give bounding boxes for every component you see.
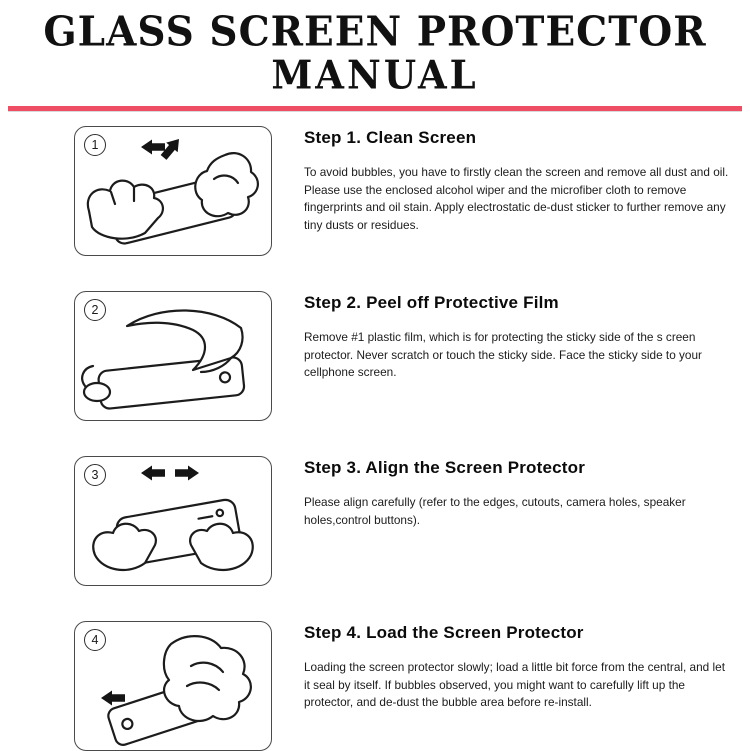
steps-list: 1 Step 1. Clean Scre — [0, 112, 750, 751]
step2-heading: Step 2. Peel off Protective Film — [304, 292, 559, 312]
step-row-4: 4 Step 4. Load the Screen Protector Load… — [74, 620, 750, 751]
step1-heading: Step 1. Clean Screen — [304, 127, 477, 147]
step4-text: Step 4. Load the Screen Protector Loadin… — [304, 621, 732, 713]
step3-number-badge: 3 — [84, 463, 106, 486]
step4-heading: Step 4. Load the Screen Protector — [304, 622, 584, 642]
step2-figure: 2 — [74, 290, 272, 421]
step4-figure: 4 — [74, 620, 272, 751]
step3-text: Step 3. Align the Screen Protector Pleas… — [304, 456, 732, 530]
press-arrow-icon — [101, 690, 125, 706]
step1-figure: 1 — [74, 125, 272, 256]
step1-number-badge: 1 — [84, 133, 106, 156]
press-protector-icon — [101, 634, 252, 746]
align-protector-icon — [92, 465, 254, 571]
step-row-1: 1 Step 1. Clean Scre — [74, 125, 750, 256]
accent-divider — [8, 105, 742, 112]
step-row-2: 2 Step 2. Peel off Protective Film Remov… — [74, 290, 750, 421]
peel-film-icon — [81, 309, 246, 410]
step2-body: Remove #1 plastic film, which is for pro… — [304, 329, 702, 380]
page-subtitle: MANUAL — [271, 51, 479, 99]
step4-body: Loading the screen protector slowly; loa… — [304, 659, 725, 710]
wipe-arrows-icon — [141, 138, 179, 160]
step-row-3: 3 Step 3. Align — [74, 455, 750, 586]
hands-cleaning-phone-icon — [86, 138, 259, 245]
step1-body: To avoid bubbles, you have to firstly cl… — [304, 164, 729, 233]
manual-title: GLASS SCREEN PROTECTOR MANUAL — [0, 0, 750, 99]
step2-text: Step 2. Peel off Protective Film Remove … — [304, 291, 732, 383]
step3-body: Please align carefully (refer to the edg… — [304, 494, 686, 527]
page-title: GLASS SCREEN PROTECTOR — [43, 7, 707, 57]
step3-heading: Step 3. Align the Screen Protector — [304, 457, 586, 477]
step4-number-badge: 4 — [84, 628, 106, 651]
align-arrows-icon — [141, 465, 199, 481]
step1-text: Step 1. Clean Screen To avoid bubbles, y… — [304, 126, 732, 236]
step3-figure: 3 — [74, 455, 272, 586]
step2-number-badge: 2 — [84, 298, 106, 321]
